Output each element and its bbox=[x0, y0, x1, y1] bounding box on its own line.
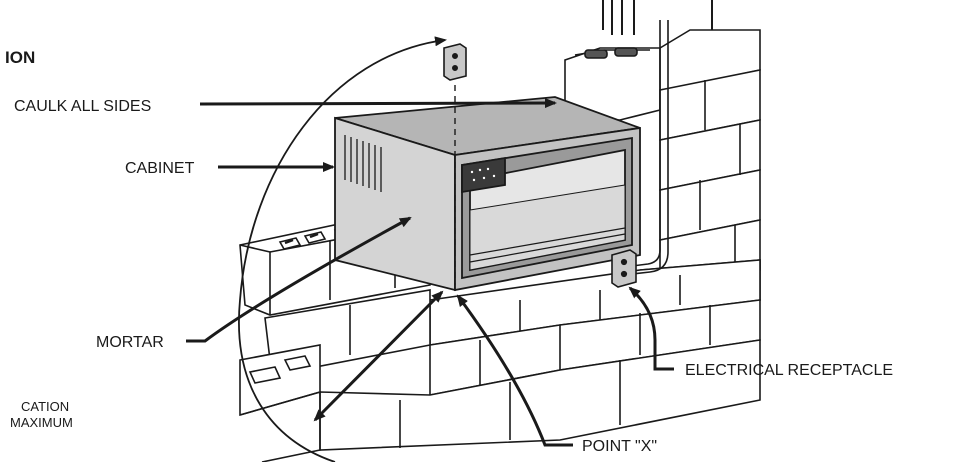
receptacle-location-hint bbox=[443, 43, 467, 81]
section-heading: ION bbox=[5, 48, 35, 67]
label-mortar: MORTAR bbox=[96, 334, 164, 351]
distance-arrow bbox=[313, 290, 444, 422]
conduit-pipe bbox=[631, 20, 669, 275]
electrical-receptacle bbox=[611, 249, 637, 288]
caulk-leader bbox=[199, 98, 557, 109]
mortar-leader bbox=[186, 216, 412, 343]
point-x-leader bbox=[456, 294, 573, 447]
control-panel bbox=[461, 156, 506, 194]
label-location-line2: MAXIMUM bbox=[10, 415, 73, 430]
cabinet bbox=[334, 96, 641, 292]
label-electrical-receptacle: ELECTRICAL RECEPTACLE bbox=[685, 362, 893, 379]
receptacle-leader bbox=[628, 286, 674, 371]
location-arc bbox=[238, 36, 447, 462]
upper-vertical-lines bbox=[602, 0, 713, 35]
label-point-x: POINT "X" bbox=[582, 438, 657, 455]
brick-wall bbox=[319, 29, 761, 451]
label-caulk-all-sides: CAULK ALL SIDES bbox=[14, 98, 151, 115]
label-location-line1: CATION bbox=[21, 399, 69, 414]
label-cabinet: CABINET bbox=[125, 160, 195, 177]
